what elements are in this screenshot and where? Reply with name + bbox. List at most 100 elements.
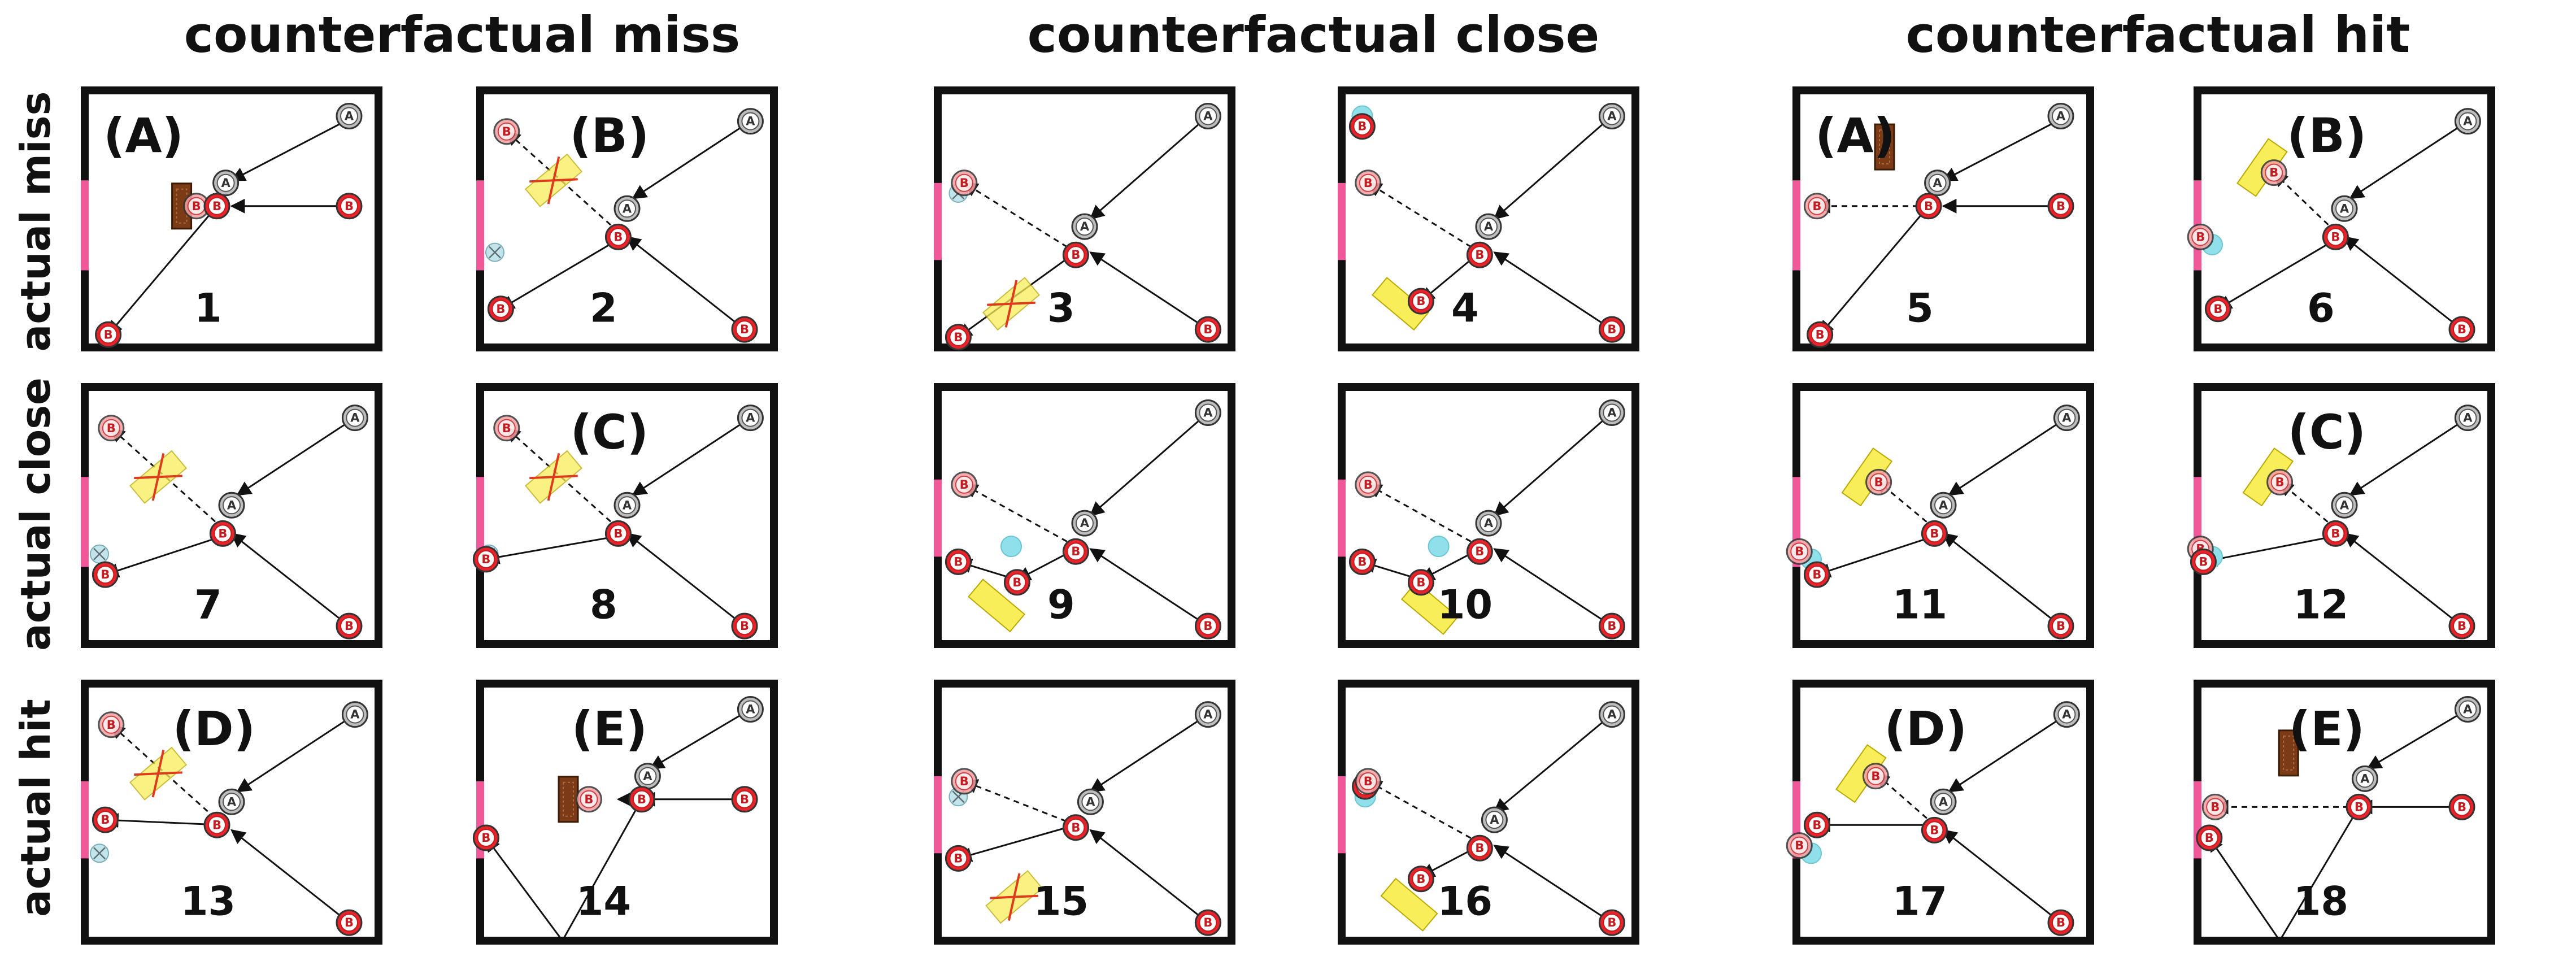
ball-letter: B [1416, 294, 1425, 308]
ball-a: A [634, 763, 661, 790]
ball-letter: B [481, 831, 490, 845]
ball-letter: B [1812, 818, 1821, 832]
yellow-block-icon [1380, 877, 1438, 932]
actual-path-arrow [1089, 714, 1209, 793]
ball-inner [2052, 617, 2070, 636]
ball-letter: B [1607, 916, 1616, 929]
ball-inner [2270, 473, 2289, 492]
actual-path-arrow [649, 708, 751, 769]
ghost-ball-b: B [183, 193, 210, 220]
red-cross-icon [1004, 280, 1018, 328]
panel-number: 10 [1438, 582, 1492, 628]
ball-letter: A [1484, 220, 1494, 233]
panel-number: 2 [590, 285, 617, 332]
ball-letter: A [2360, 772, 2370, 785]
ball-inner [1485, 811, 1504, 829]
panel-number: 9 [1047, 582, 1075, 628]
ball-inner [1359, 475, 1377, 494]
ball-a: A [1194, 399, 1221, 426]
ball-letter: B [2275, 475, 2285, 489]
ball-a: A [613, 492, 641, 519]
marker-cross [489, 246, 501, 259]
cyan-marker-icon [1000, 536, 1022, 558]
ball-inner [346, 408, 364, 427]
ball-inner [2200, 829, 2218, 847]
ball-letter: A [1607, 708, 1617, 721]
ball-inner [955, 475, 973, 494]
ball-b: B [1466, 538, 1493, 565]
ball-a: A [737, 405, 764, 432]
ball-letter: B [960, 775, 969, 788]
ball-inner [1808, 197, 1826, 215]
ghost-ball-b: B [1355, 169, 1382, 197]
ball-letter: A [227, 795, 237, 808]
yellow-block-icon [967, 579, 1026, 633]
ghost-ball-b: B [1355, 768, 1382, 795]
ball-letter: B [2196, 230, 2205, 243]
ghost-ball-b: B [98, 711, 125, 738]
goal-zone [934, 182, 942, 260]
counterfactual-path-arrow [963, 779, 1076, 826]
ball-letter: B [502, 125, 511, 138]
ball-b: B [203, 193, 230, 220]
panel-tag: (B) [2287, 108, 2366, 163]
ball-inner [1067, 246, 1085, 264]
ball-inner [2326, 524, 2345, 543]
ball-inner [2458, 112, 2477, 131]
ball-inner [102, 715, 120, 734]
ball-inner [949, 849, 968, 868]
actual-path-segment [562, 799, 643, 941]
ball-inner [949, 553, 968, 571]
counterfactual-path-arrow [2273, 171, 2336, 233]
ball-letter: A [1607, 110, 1617, 123]
goal-zone [1338, 479, 1346, 557]
ball-a: A [341, 405, 368, 432]
ball-inner [2350, 798, 2368, 816]
panel-tag: (A) [103, 108, 184, 163]
ball-b: B [1466, 834, 1493, 862]
ball-letter: B [481, 553, 490, 566]
ball-letter: B [1203, 323, 1212, 336]
ball-b: B [1348, 113, 1376, 140]
panel-number: 3 [1047, 285, 1075, 332]
ball-letter: B [960, 176, 969, 190]
ball-inner [2191, 228, 2210, 246]
ball-letter: B [1071, 248, 1080, 262]
ball-letter: B [496, 302, 505, 316]
row-header: actual hit [12, 699, 59, 917]
ghost-ball-b: B [1786, 832, 1813, 859]
ball-inner [1199, 320, 1217, 339]
ball-letter: A [623, 498, 632, 512]
ball-inner [2052, 197, 2070, 215]
actual-path-arrow [2201, 535, 2336, 567]
goal-zone [1338, 776, 1346, 854]
ball-a: A [613, 195, 641, 222]
ball-a: A [2351, 765, 2378, 792]
ball-b: B [2322, 223, 2349, 250]
ball-letter: B [1475, 841, 1484, 855]
panel-tag: (C) [2288, 405, 2366, 460]
yellow-block-body [1400, 581, 1459, 635]
ball-letter: B [2199, 555, 2208, 568]
ball-letter: B [345, 619, 354, 633]
actual-path-arrow [2208, 836, 2281, 941]
ball-letter: A [1203, 708, 1213, 721]
ball-letter: A [623, 202, 632, 215]
ghost-ball-b: B [1803, 193, 1830, 220]
ball-inner [1480, 514, 1498, 533]
ball-inner [340, 107, 358, 125]
ball-letter: B [954, 851, 963, 865]
ball-letter: A [1484, 516, 1494, 530]
panel-number: 5 [1906, 285, 1934, 332]
ball-inner [216, 173, 235, 192]
ball-inner [741, 408, 760, 427]
actual-path-arrow [2349, 120, 2469, 199]
ball-letter: B [954, 555, 963, 568]
ball-letter: A [1490, 813, 1499, 827]
actual-path-arrow [107, 205, 218, 336]
